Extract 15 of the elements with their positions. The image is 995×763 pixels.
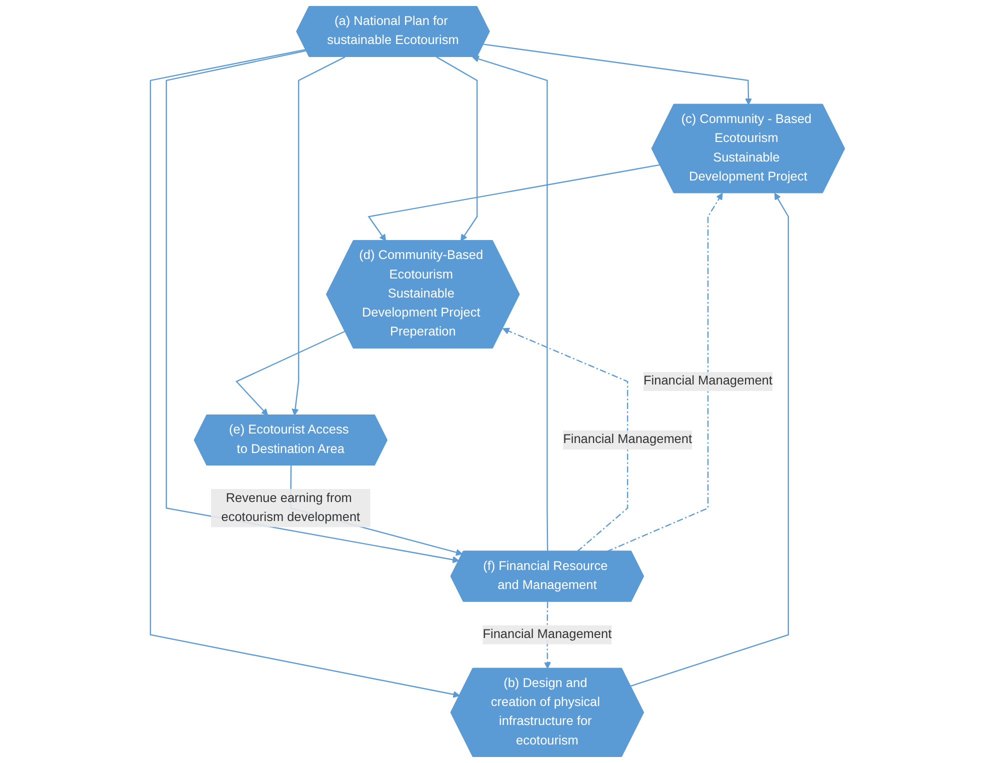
arrow [150,48,460,698]
edge-label: Financial Management [643,374,772,388]
arrow [292,56,346,416]
edge-label: Revenue earning from ecotourism development [221,491,360,524]
arrow [368,164,660,242]
arrow [606,192,723,552]
arrow [166,50,460,564]
arrow [235,330,346,416]
edge-label: Financial Management [482,628,612,642]
arrow [436,56,478,242]
arrow [502,328,628,552]
arrow [472,56,548,552]
arrow [630,192,789,687]
edge-label: Financial Management [563,432,692,446]
arrow [483,44,752,106]
